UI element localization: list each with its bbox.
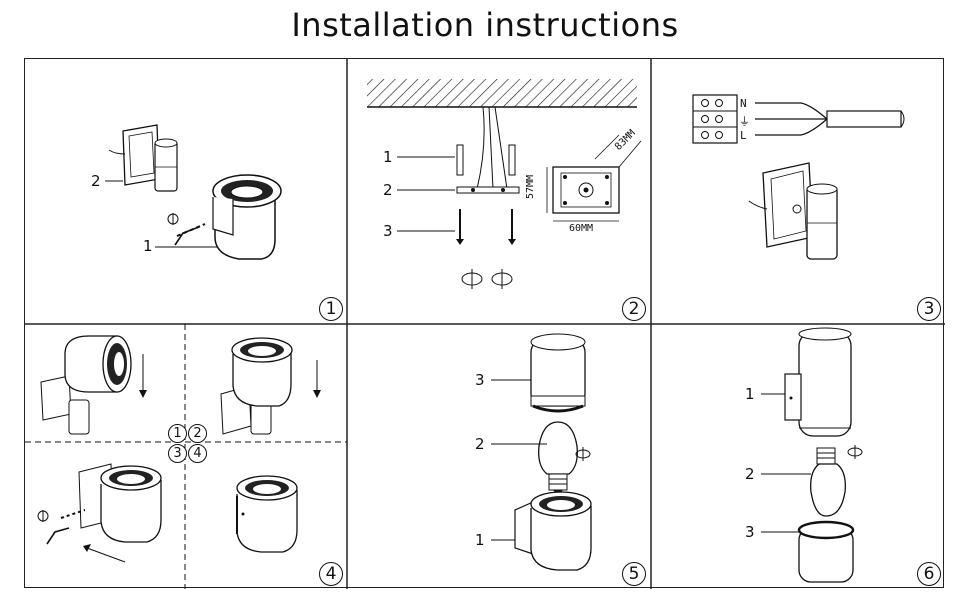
callout-label: 2	[745, 465, 755, 483]
callout-label: 3	[745, 523, 755, 541]
terminal-label-l: L	[740, 129, 747, 142]
step-6-illustration	[761, 327, 863, 583]
step-2-illustration	[367, 79, 642, 289]
callout-label: 3	[475, 371, 485, 389]
callout-label: 3	[383, 222, 393, 240]
callout-label: 1	[143, 237, 153, 255]
callout-label: 1	[383, 148, 393, 166]
callout-label: 1	[475, 531, 485, 549]
step-number-badge: 3	[917, 297, 941, 321]
step-number-badge: 6	[917, 562, 941, 586]
step-3-illustration	[692, 94, 905, 260]
step-4-panel: 1 2 3 4 4	[25, 324, 347, 589]
step-3-panel: N ⏚ L 3	[651, 59, 945, 324]
callout-label: 1	[745, 385, 755, 403]
page-title: Installation instructions	[291, 6, 679, 44]
step-number-badge: 2	[622, 297, 646, 321]
step-number-badge: 5	[622, 562, 646, 586]
callout-label: 2	[475, 435, 485, 453]
step-number-badge: 4	[319, 562, 343, 586]
callout-label: 2	[91, 172, 101, 190]
sub-step-badge: 2	[188, 424, 207, 443]
sub-step-badge: 1	[168, 424, 187, 443]
step-1-panel: 2 1 1	[25, 59, 347, 324]
sub-step-badge: 3	[168, 444, 187, 463]
grid-lines	[25, 59, 945, 589]
instructions-frame: 2 1 1	[24, 58, 945, 589]
callout-label: 2	[383, 181, 393, 199]
sub-step-badge: 4	[188, 444, 207, 463]
terminal-label-earth: ⏚	[739, 115, 750, 128]
step-4-illustration	[25, 324, 347, 589]
step-6-panel: 1 2 3 6	[651, 324, 945, 589]
step-number-badge: 1	[319, 297, 343, 321]
step-2-panel: 1 2 3 83MM 57MM 60MM 2	[347, 59, 651, 324]
dimension-width: 60MM	[569, 223, 594, 234]
terminal-label-n: N	[740, 97, 747, 110]
dimension-height: 57MM	[525, 174, 536, 199]
step-5-panel: 3 2 1 5	[347, 324, 651, 589]
step-1-illustration	[105, 124, 282, 260]
step-5-illustration	[491, 333, 592, 571]
